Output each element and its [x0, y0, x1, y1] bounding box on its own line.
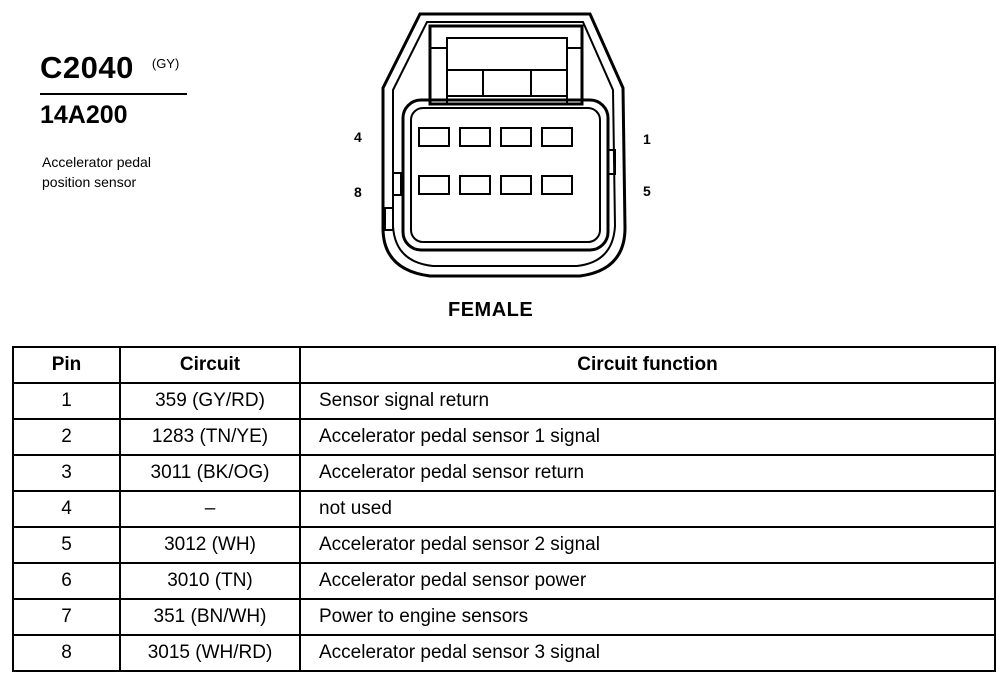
pin-cell: 5: [12, 526, 121, 564]
function-cell: Accelerator pedal sensor 3 signal: [299, 634, 996, 672]
terminal-cavity-2: [500, 127, 532, 147]
connector-header: C2040 (GY): [40, 50, 179, 86]
table-row: 3 3011 (BK/OG) Accelerator pedal sensor …: [12, 454, 996, 492]
header-pin: Pin: [12, 346, 121, 384]
function-cell: Sensor signal return: [299, 382, 996, 420]
circuit-cell: 3011 (BK/OG): [119, 454, 301, 492]
pinout-table: Pin Circuit Circuit function 1 359 (GY/R…: [12, 346, 996, 672]
terminal-block-inner: [410, 107, 601, 243]
circuit-cell: 1283 (TN/YE): [119, 418, 301, 456]
terminal-cavity-3: [459, 127, 491, 147]
key-rib-right: [607, 149, 616, 175]
table-row: 2 1283 (TN/YE) Accelerator pedal sensor …: [12, 418, 996, 456]
pin-label-8: 8: [354, 184, 362, 200]
terminal-cavity-7: [459, 175, 491, 195]
connector-color-code: (GY): [151, 56, 180, 71]
latch-segment-2: [482, 69, 532, 97]
circuit-cell: –: [119, 490, 301, 528]
connector-inner-shell: [392, 21, 617, 267]
key-rib-left: [392, 172, 402, 196]
connector-outer-shell: [381, 12, 627, 278]
circuit-cell: 3015 (WH/RD): [119, 634, 301, 672]
function-cell: Accelerator pedal sensor 2 signal: [299, 526, 996, 564]
pin-cell: 8: [12, 634, 121, 672]
pin-cell: 4: [12, 490, 121, 528]
header-divider: [40, 93, 187, 95]
circuit-cell: 3010 (TN): [119, 562, 301, 600]
connector-face-diagram: [381, 12, 627, 278]
pin-cell: 6: [12, 562, 121, 600]
terminal-cavity-8: [418, 175, 450, 195]
terminal-cavity-1: [541, 127, 573, 147]
terminal-cavity-6: [500, 175, 532, 195]
function-cell: Accelerator pedal sensor return: [299, 454, 996, 492]
description-line-1: Accelerator pedal: [42, 154, 151, 170]
table-row: 8 3015 (WH/RD) Accelerator pedal sensor …: [12, 634, 996, 672]
connector-description: Accelerator pedal position sensor: [42, 152, 212, 192]
connector-id: C2040: [40, 50, 134, 85]
table-row: 1 359 (GY/RD) Sensor signal return: [12, 382, 996, 420]
table-row: 7 351 (BN/WH) Power to engine sensors: [12, 598, 996, 636]
function-cell: not used: [299, 490, 996, 528]
pin-cell: 2: [12, 418, 121, 456]
table-row: 6 3010 (TN) Accelerator pedal sensor pow…: [12, 562, 996, 600]
header-circuit: Circuit: [119, 346, 301, 384]
circuit-cell: 3012 (WH): [119, 526, 301, 564]
latch-segment-1: [446, 69, 484, 97]
function-cell: Accelerator pedal sensor power: [299, 562, 996, 600]
header-circuit-function: Circuit function: [299, 346, 996, 384]
circuit-cell: 359 (GY/RD): [119, 382, 301, 420]
table-row: 5 3012 (WH) Accelerator pedal sensor 2 s…: [12, 526, 996, 564]
pin-label-5: 5: [643, 183, 651, 199]
terminal-cavity-4: [418, 127, 450, 147]
function-cell: Accelerator pedal sensor 1 signal: [299, 418, 996, 456]
latch-segment-3: [530, 69, 568, 97]
view-label: FEMALE: [448, 299, 534, 321]
pin-cell: 1: [12, 382, 121, 420]
function-cell: Power to engine sensors: [299, 598, 996, 636]
pin-cell: 7: [12, 598, 121, 636]
table-row: 4 – not used: [12, 490, 996, 528]
pin-label-4: 4: [354, 129, 362, 145]
description-line-2: position sensor: [42, 174, 137, 190]
pin-cell: 3: [12, 454, 121, 492]
part-number: 14A200: [40, 101, 128, 129]
circuit-cell: 351 (BN/WH): [119, 598, 301, 636]
terminal-cavity-5: [541, 175, 573, 195]
pin-label-1: 1: [643, 131, 651, 147]
table-header-row: Pin Circuit Circuit function: [12, 346, 996, 384]
key-rib-left-lower: [384, 207, 394, 231]
